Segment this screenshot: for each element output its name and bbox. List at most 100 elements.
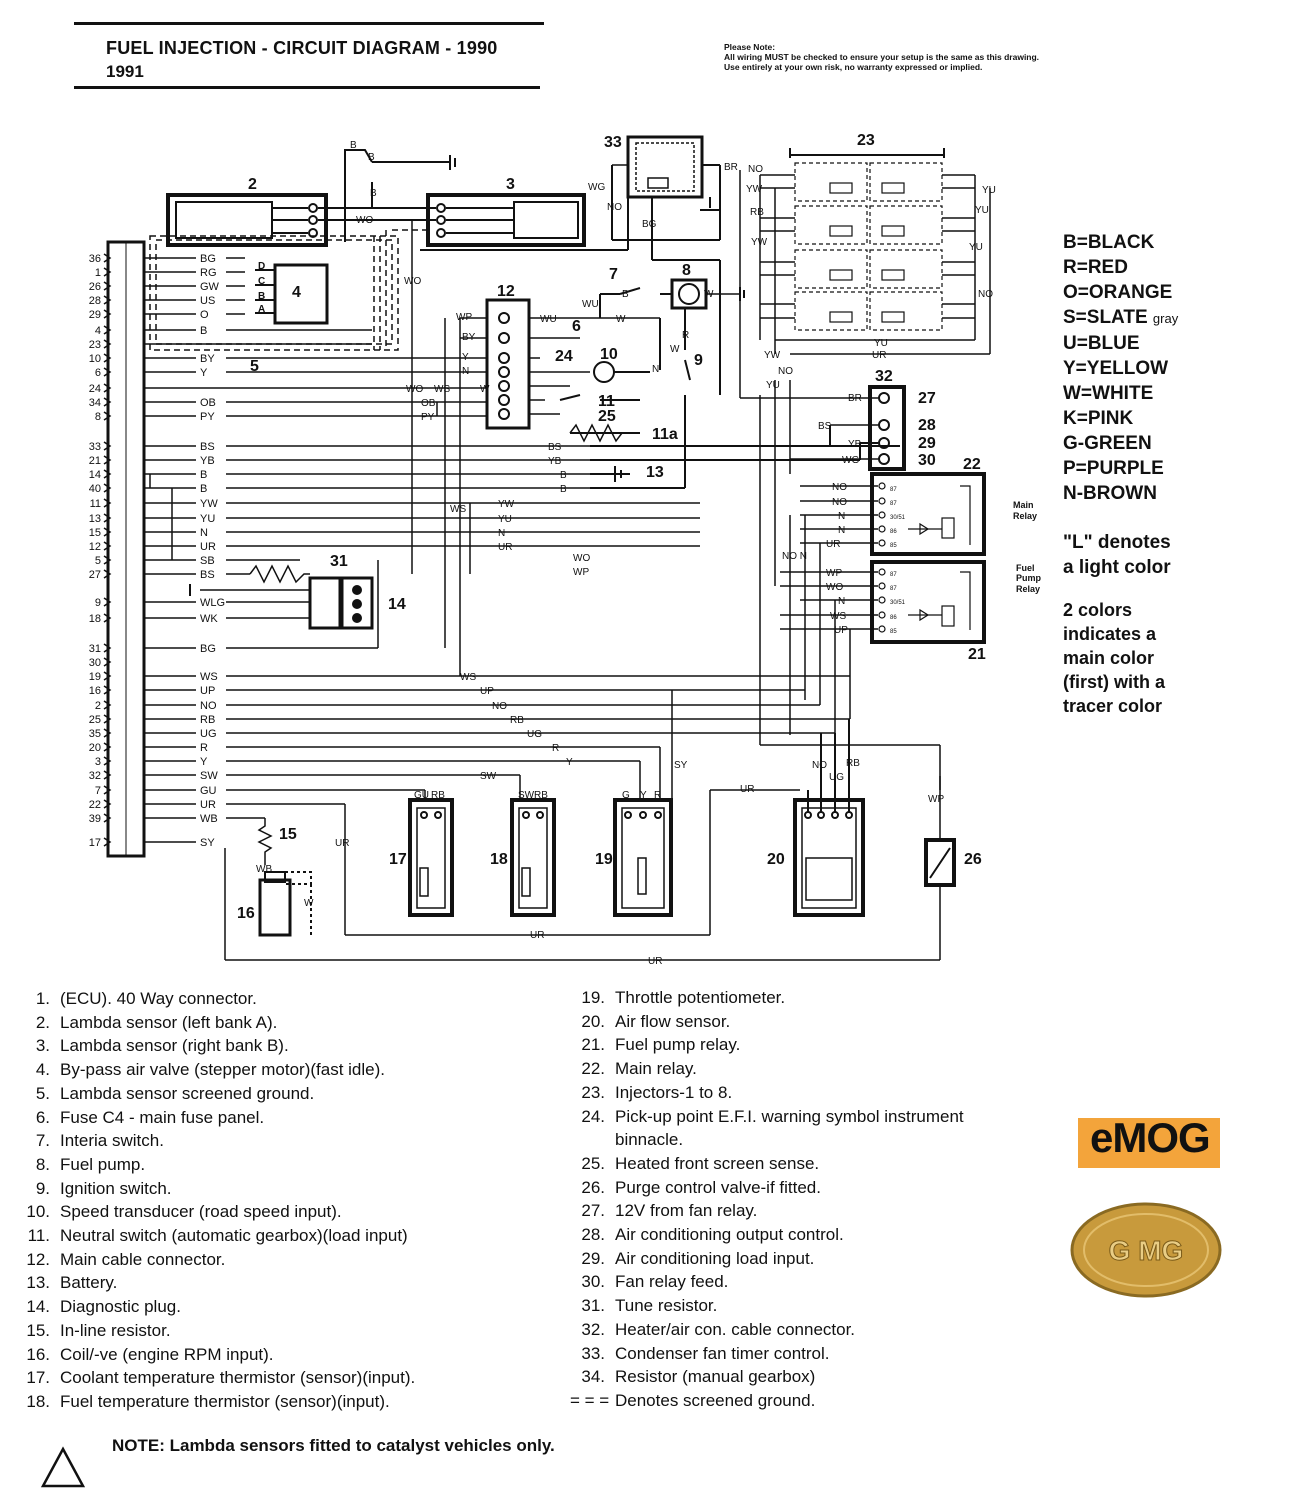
wire-color-label: UG [829, 772, 844, 783]
logo-text: eMOG [1090, 1114, 1211, 1161]
list-item-text: Coolant temperature thermistor (sensor)(… [60, 1368, 416, 1388]
main-relay [870, 472, 986, 556]
list-item-number: 34. [581, 1367, 605, 1387]
list-item-text: Denotes screened ground. [615, 1390, 816, 1410]
ecu-wire-code: GW [200, 281, 220, 293]
label-4: 4 [292, 284, 301, 301]
ecu-pin-number: 11 [90, 498, 101, 510]
list-item-text: binnacle. [615, 1130, 684, 1150]
fuel-pump-relay [870, 560, 986, 644]
list-item-number: 15. [26, 1320, 50, 1340]
ecu-pin-number: 3 [95, 756, 101, 768]
ecu-wire-code: O [200, 309, 209, 321]
list-item-number: 8. [35, 1154, 50, 1174]
list-item-text: Air conditioning output control. [615, 1225, 844, 1245]
ecu-pin-number: 16 [89, 685, 101, 697]
list-item-text: Air flow sensor. [615, 1011, 731, 1031]
list-item: 23.Injectors-1 to 8. [570, 1081, 964, 1105]
ecu-pin-chevron [103, 295, 112, 305]
wire-label-background [196, 454, 226, 466]
ecu-pin-chevron [103, 455, 112, 465]
wire-color-label: NO [778, 366, 793, 377]
pin-letter-c: C [258, 276, 265, 287]
list-item-number: 26. [581, 1177, 605, 1197]
list-item-text: Fuel temperature thermistor (sensor)(inp… [60, 1391, 390, 1411]
wire-color-label: BS [818, 421, 832, 432]
color-legend: B=BLACK R=RED O=ORANGE S=SLATE gray U=BL… [1063, 230, 1178, 506]
wire-color-label: W [616, 314, 626, 325]
list-item: 32. Heater/air con. cable connector. [570, 1318, 964, 1342]
list-item-text: Heater/air con. cable connector. [615, 1319, 856, 1339]
ecu-wire-code: SB [200, 555, 215, 567]
list-item: 17.Coolant temperature thermistor (senso… [10, 1366, 415, 1390]
wire-color-label: N [652, 364, 659, 375]
note-line-1: All wiring MUST be checked to ensure you… [724, 52, 1040, 62]
wire-color-label: YU [969, 242, 983, 253]
wire-color-label: NO [812, 760, 827, 771]
ecu-pin-number: 6 [95, 367, 101, 379]
list-item-number: 22. [581, 1059, 605, 1079]
ecu-wire-code: BY [200, 353, 215, 365]
wire-color-label: YU [982, 185, 996, 196]
wire-color-label: YB [548, 456, 562, 467]
ecu-wire-code: B [200, 483, 207, 495]
wire-label-background [196, 468, 226, 480]
list-item-text: Diagnostic plug. [60, 1297, 181, 1317]
ecu-pin-chevron [103, 742, 112, 752]
legend-two-line: main color [1063, 648, 1155, 668]
list-item-number: 18. [26, 1391, 50, 1411]
wire-color-label: Y [640, 790, 647, 801]
wire-label-background [196, 798, 226, 810]
fuel-thermistor [510, 798, 556, 917]
pin-letter-d: D [258, 261, 265, 272]
list-item-number: 20. [581, 1011, 605, 1031]
fuel-relay-label-2: Pump [1016, 573, 1042, 583]
wire-label-background [196, 596, 226, 608]
wire-color-label: WG [588, 182, 605, 193]
ecu-wire-code: RB [200, 714, 215, 726]
list-item-text: Lambda sensor (right bank B). [60, 1036, 289, 1056]
ecu-pin-chevron [103, 671, 112, 681]
wiring [106, 135, 991, 961]
wire-color-label: PY [421, 412, 435, 423]
wire-color-label: N [838, 511, 845, 522]
wire-color-label: G [622, 790, 630, 801]
ecu-wire-code: YU [200, 513, 215, 525]
relay-pin-number: 87 [890, 487, 897, 493]
wire-color-label: WU [582, 299, 599, 310]
wire-color-label: NO [748, 164, 763, 175]
wire-color-label: N [838, 525, 845, 536]
wire-color-label: WS [434, 384, 450, 395]
list-item: 14.Diagnostic plug. [10, 1295, 415, 1319]
wire-label-background [196, 642, 226, 654]
wire-label-background [196, 294, 226, 306]
list-item-number: 25. [581, 1153, 605, 1173]
ecu-wire-code: Y [200, 756, 208, 768]
list-item-number: 32. [581, 1319, 605, 1339]
coolant-thermistor [408, 798, 454, 917]
wire-label-background [196, 497, 226, 509]
list-item: 7.Interia switch. [10, 1129, 415, 1153]
list-item-number: 23. [581, 1082, 605, 1102]
wire-label-background [196, 812, 226, 824]
wire-color-label: NO [492, 701, 507, 712]
wire-color-label: W [480, 384, 490, 395]
list-item: 16.Coil/-ve (engine RPM input). [10, 1343, 415, 1367]
label-13: 13 [646, 464, 664, 481]
list-item-text: Lambda sensor screened ground. [60, 1083, 315, 1103]
label-24: 24 [555, 348, 573, 365]
label-14: 14 [388, 596, 406, 613]
list-item: 8.Fuel pump. [10, 1153, 415, 1177]
list-item-number [570, 1128, 605, 1152]
list-item-number: 5. [35, 1083, 50, 1103]
list-item-number: 11. [27, 1226, 50, 1246]
ecu-wire-code: NO [200, 700, 217, 712]
wire-color-label: WS [830, 611, 846, 622]
ecu-pin-chevron [103, 309, 112, 319]
wire-label-background [196, 699, 226, 711]
relay-pin-number: 87 [890, 572, 897, 578]
component-list-left: 1.(ECU). 40 Way connector.2.Lambda senso… [10, 987, 415, 1414]
wire-color-label: RB [750, 207, 764, 218]
